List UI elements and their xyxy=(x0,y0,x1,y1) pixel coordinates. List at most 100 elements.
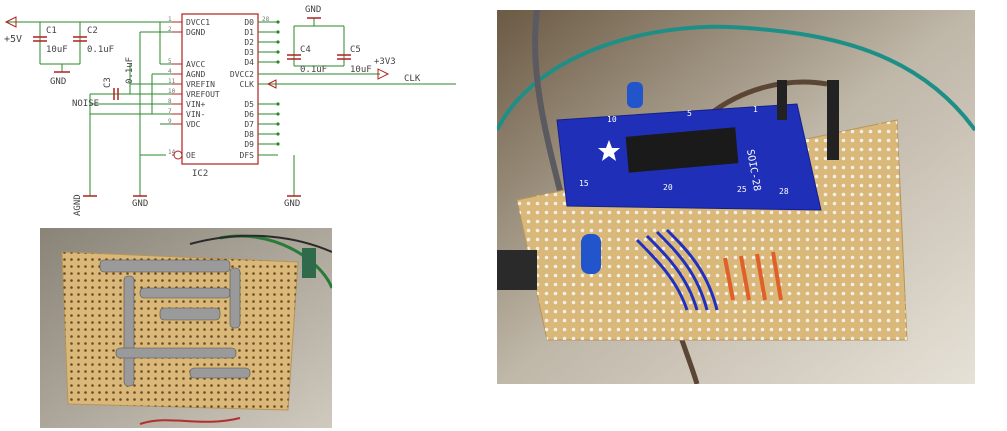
capacitor-c3 xyxy=(113,88,119,100)
c2-value: 0.1uF xyxy=(87,45,114,55)
plus3v3-arrow xyxy=(377,68,390,80)
ic-pin-label-d3: D3 xyxy=(244,48,254,57)
gnd-label-left: GND xyxy=(50,77,66,87)
ic-pin-label-clk: CLK xyxy=(240,80,255,89)
c1-value: 10uF xyxy=(46,45,68,55)
gnd-label-right: GND xyxy=(284,199,300,209)
ic-pin-number-left-1: 2 xyxy=(168,26,172,33)
ic-pin-label-agnd: AGND xyxy=(186,70,205,79)
capacitor-c5 xyxy=(337,54,351,60)
pin-label-25: 25 xyxy=(737,185,747,194)
ic-pin-number-left-8: 9 xyxy=(168,118,172,125)
red-wire-back xyxy=(139,417,241,425)
ic-pin-label-d5: D5 xyxy=(244,100,254,109)
c3-label: C3 xyxy=(103,77,113,88)
ic-pin-label-dgnd: DGND xyxy=(186,28,205,37)
ic-pin-number-left-7: 7 xyxy=(168,108,172,115)
pin-label-28: 28 xyxy=(779,187,789,196)
plus5v-arrow xyxy=(4,16,17,28)
junction-dot-9 xyxy=(276,122,280,126)
junction-dot-1 xyxy=(276,30,280,34)
oe-inversion-bubble xyxy=(173,150,183,160)
ic-pin-number-left-0: 1 xyxy=(168,16,172,23)
junction-dot-11 xyxy=(276,142,280,146)
plus5v-label: +5V xyxy=(4,34,22,45)
ic2-name: IC2 xyxy=(192,169,208,179)
c1-label: C1 xyxy=(46,26,57,36)
black-connector-left xyxy=(497,250,537,290)
c2-label: C2 xyxy=(87,26,98,36)
ic-pin-number-right-0: 28 xyxy=(262,16,270,23)
gnd-label-top: GND xyxy=(305,5,321,15)
junction-dot-2 xyxy=(276,40,280,44)
pin-label-5: 5 xyxy=(687,109,692,118)
pin-label-1: 1 xyxy=(753,105,758,114)
black-wire-back xyxy=(189,234,332,253)
ic-pin-label-d1: D1 xyxy=(244,28,254,37)
schematic-diagram: +5V C1 10uF C2 0.1uF GND GND AGND C3 0.1… xyxy=(4,5,456,216)
capacitor-c4 xyxy=(287,54,301,60)
noise-label: NOISE xyxy=(72,99,99,109)
ic-pin-number-left-9: 14 xyxy=(168,149,176,156)
ic-pin-number-left-4: 11 xyxy=(168,78,176,85)
orange-resistors xyxy=(723,251,783,301)
ic2-body xyxy=(181,13,259,165)
green-connector-back xyxy=(302,248,316,278)
blue-capacitor-top xyxy=(627,82,643,108)
ic-pin-label-vin-: VIN- xyxy=(186,110,205,119)
blue-capacitor-bottom xyxy=(581,234,601,274)
ic-pin-label-dvcc1: DVCC1 xyxy=(186,18,210,27)
pin-label-10: 10 xyxy=(607,115,617,124)
ic-pin-label-vin+: VIN+ xyxy=(186,100,205,109)
junction-dot-4 xyxy=(276,60,280,64)
ic-left-wiring xyxy=(89,22,172,196)
ic-pin-label-dvcc2: DVCC2 xyxy=(230,70,254,79)
ic-right-wiring xyxy=(268,18,456,196)
c4-value: 0.1uF xyxy=(300,65,327,75)
gnd-label-mid: GND xyxy=(132,199,148,209)
ic-pin-label-vdc: VDC xyxy=(186,120,201,129)
agnd-label: AGND xyxy=(73,194,83,216)
ic-pin-label-d7: D7 xyxy=(244,120,254,129)
ic-pin-label-oe: OE xyxy=(186,151,196,160)
ic-pin-number-left-5: 10 xyxy=(168,88,176,95)
header-pins xyxy=(777,80,839,160)
c3-value: 0.1uF xyxy=(125,57,135,84)
board-back-photo xyxy=(40,228,332,428)
ic2-pins: DVCC11DGND2AVCC5AGND4VREFIN11VREFOUT10VI… xyxy=(168,16,280,160)
junction-dot-10 xyxy=(276,132,280,136)
ic-pin-label-avcc: AVCC xyxy=(186,60,205,69)
ic-pin-number-left-2: 5 xyxy=(168,58,172,65)
c5-label: C5 xyxy=(350,45,361,55)
pin-label-15: 15 xyxy=(579,179,589,188)
ic-pin-label-d8: D8 xyxy=(244,130,254,139)
blue-jumper-wires xyxy=(635,228,719,311)
pin-label-20: 20 xyxy=(663,183,673,192)
ic-pin-number-left-6: 8 xyxy=(168,98,172,105)
plus3v3-label: +3V3 xyxy=(374,57,396,67)
solder-blobs xyxy=(99,259,251,387)
plus5v-rail xyxy=(6,21,172,72)
capacitor-c1 xyxy=(33,36,47,42)
ic-pin-label-d0: D0 xyxy=(244,18,254,27)
capacitor-c2 xyxy=(73,36,87,42)
ic-pin-label-vrefin: VREFIN xyxy=(186,80,215,89)
ic-pin-label-d6: D6 xyxy=(244,110,254,119)
ic-pin-label-vrefout: VREFOUT xyxy=(186,90,220,99)
star-logo-icon xyxy=(598,140,620,161)
soic-chip xyxy=(625,127,739,173)
back-perfboard-holes xyxy=(62,252,298,410)
ic-pin-label-d9: D9 xyxy=(244,140,254,149)
green-wire-front xyxy=(497,24,975,132)
junction-dot-7 xyxy=(276,102,280,106)
junction-dot-8 xyxy=(276,112,280,116)
junction-dot-0 xyxy=(276,20,280,24)
board-front-photo: SOIC-28 15 20 25 28 10 5 1 xyxy=(497,10,975,384)
ic-pin-label-d4: D4 xyxy=(244,58,254,67)
ic-pin-label-dfs: DFS xyxy=(240,151,255,160)
clk-net-label: CLK xyxy=(404,74,421,84)
clk-arrow xyxy=(266,79,277,89)
junction-dot-3 xyxy=(276,50,280,54)
c5-value: 10uF xyxy=(350,65,372,75)
c4-label: C4 xyxy=(300,45,311,55)
